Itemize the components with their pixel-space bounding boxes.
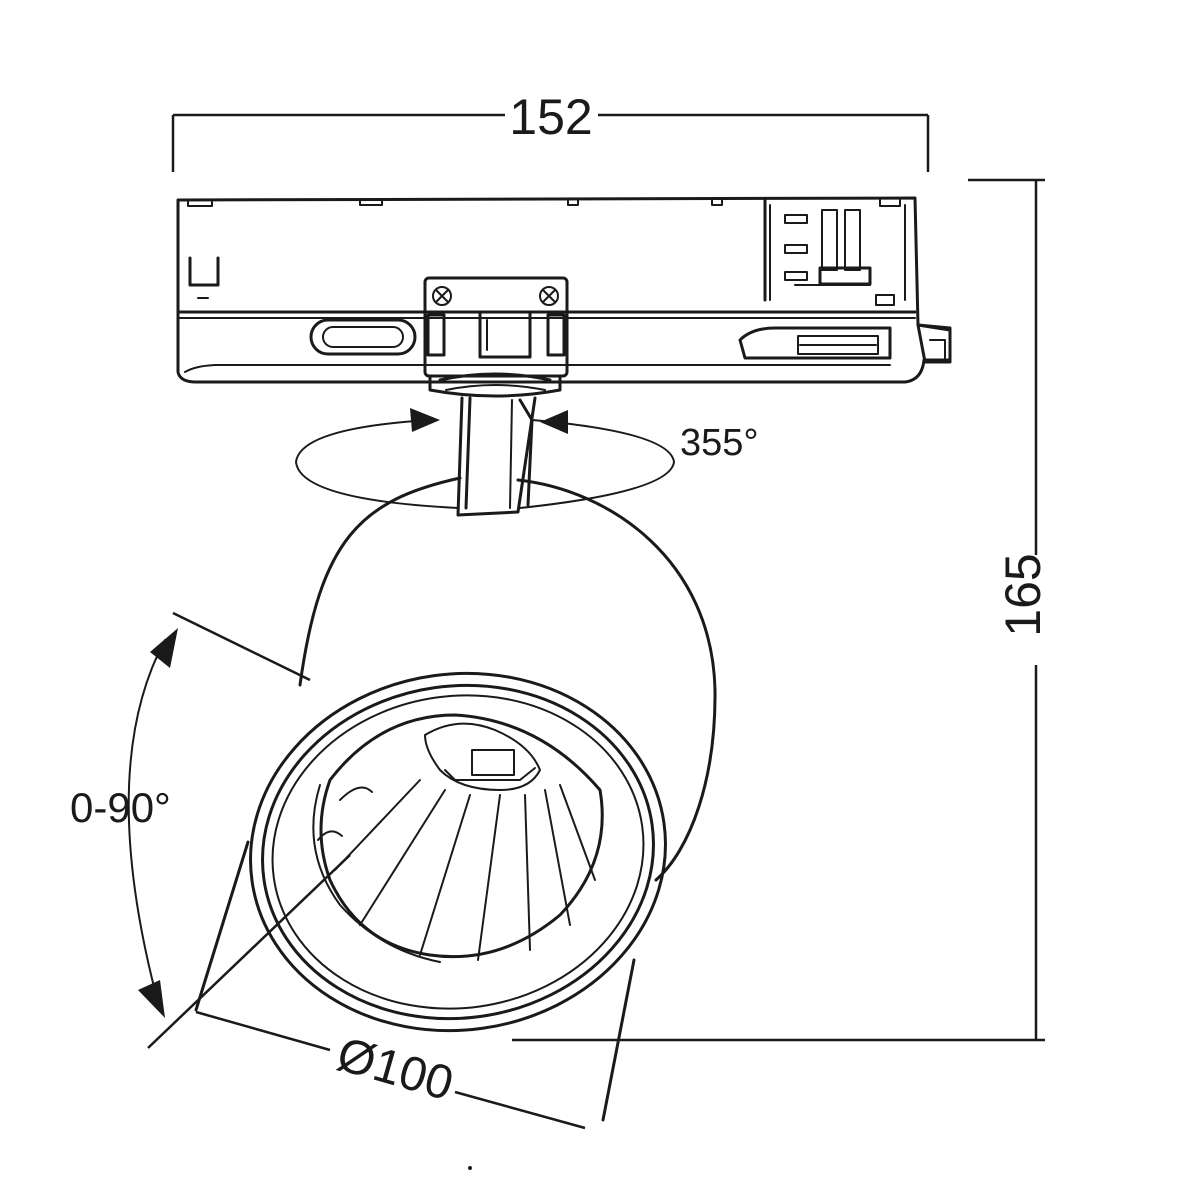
width-dimension: 152 [171, 89, 930, 172]
tilt-indicator: 0-90° [70, 611, 351, 1049]
tilt-arrowhead-bottom [138, 980, 165, 1018]
width-label: 152 [509, 89, 592, 145]
coupler-block [423, 276, 569, 398]
lamp-body [194, 476, 717, 1122]
tilt-label: 0-90° [70, 784, 171, 831]
height-dimension: 165 [512, 178, 1051, 1042]
reflector [312, 713, 604, 963]
track-adapter [176, 196, 952, 384]
diameter-label: Ø100 [331, 1028, 458, 1111]
rotation-arrowhead-right [540, 410, 568, 434]
stem [456, 396, 537, 517]
rotation-arrowhead-left [410, 408, 440, 432]
height-label: 165 [995, 553, 1051, 636]
rotation-label: 355° [680, 422, 759, 464]
tilt-arrowhead-top [150, 628, 178, 668]
stray-mark [468, 1166, 472, 1170]
rotation-indicator: 355° [295, 408, 759, 509]
diameter-dimension: Ø100 [195, 1010, 586, 1130]
